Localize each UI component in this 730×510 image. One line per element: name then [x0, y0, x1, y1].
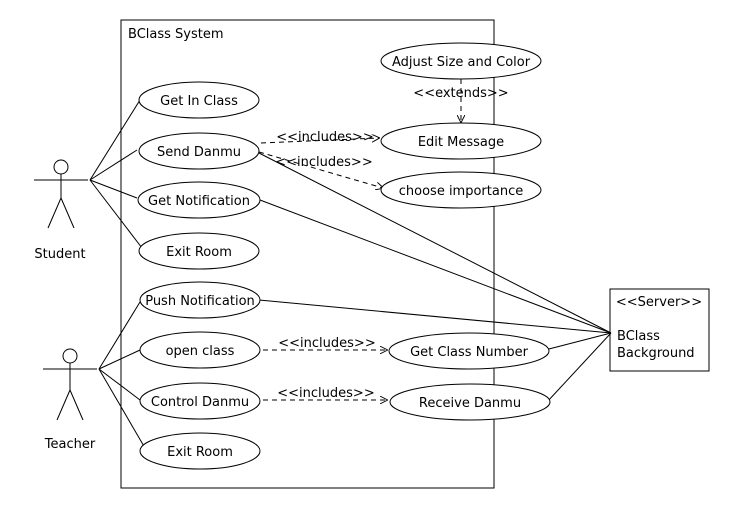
teacher-actor [43, 348, 97, 421]
svg-text:Edit Message: Edit Message [418, 135, 504, 150]
svg-text:Get Notification: Get Notification [148, 194, 250, 209]
svg-text:Send Danmu: Send Danmu [157, 145, 241, 160]
assoc-teacher-open-class [98, 349, 141, 370]
server-stereotype: <<Server>> [616, 295, 702, 310]
svg-text:Receive Danmu: Receive Danmu [419, 396, 521, 411]
includes-send-importance-arrow [258, 151, 383, 188]
assoc-teacher-control-danmu [98, 368, 141, 401]
use-case-get-notification: Get Notification [137, 181, 261, 219]
assoc-get-notification-server [259, 199, 612, 334]
assoc-push-notification-server [258, 299, 612, 334]
assoc-receive-danmu-server [546, 332, 612, 403]
includes-open-class-label: <<includes>> [278, 336, 375, 351]
use-case-exit-room-teacher: Exit Room [139, 432, 261, 470]
svg-text:choose importance: choose importance [399, 184, 523, 199]
assoc-send-danmu-server [258, 152, 612, 334]
includes-control-label: <<includes>> [277, 386, 374, 401]
system-title: BClass System [128, 27, 224, 42]
teacher-head-icon [62, 348, 78, 364]
use-case-send-danmu: Send Danmu [138, 132, 260, 170]
svg-text:Get Class Number: Get Class Number [410, 345, 529, 360]
svg-text:Push Notification: Push Notification [145, 294, 255, 309]
svg-text:Get In Class: Get In Class [160, 94, 238, 109]
includes-send-edit-label: <<includes>> [276, 130, 373, 145]
student-label: Student [34, 247, 85, 262]
svg-text:Exit Room: Exit Room [167, 445, 233, 460]
use-case-choose-importance: choose importance [380, 171, 542, 209]
assoc-student-send-danmu [89, 149, 138, 181]
use-case-get-class-number: Get Class Number [388, 332, 550, 370]
assoc-teacher-push-notification [98, 301, 141, 370]
use-case-open-class: open class [139, 331, 261, 369]
includes-send-edit-arrow [260, 138, 379, 144]
use-case-receive-danmu: Receive Danmu [389, 383, 551, 421]
student-head-icon [53, 159, 69, 175]
student-actor [34, 159, 88, 229]
use-case-edit-message: Edit Message [380, 122, 542, 160]
svg-text:Control Danmu: Control Danmu [151, 395, 249, 410]
includes-send-importance-label: <<includes>> [275, 155, 372, 170]
assoc-get-class-number-server [544, 332, 612, 351]
extends-label: <<extends>> [413, 86, 508, 101]
server-name-line2: Background [617, 346, 695, 361]
use-case-control-danmu: Control Danmu [139, 382, 261, 420]
use-case-exit-room-student: Exit Room [138, 232, 260, 270]
teacher-label: Teacher [44, 437, 96, 452]
server-box [609, 288, 710, 372]
assoc-teacher-exit-room [98, 368, 146, 449]
use-case-adjust-size-color: Adjust Size and Color [380, 42, 542, 80]
assoc-student-exit-room [89, 179, 143, 249]
svg-text:Exit Room: Exit Room [166, 245, 232, 260]
use-case-push-notification: Push Notification [139, 281, 261, 319]
use-case-get-in-class: Get In Class [138, 81, 260, 119]
assoc-student-get-notification [89, 179, 138, 199]
svg-text:Adjust Size and Color: Adjust Size and Color [392, 55, 531, 70]
server-name-line1: BClass [617, 329, 660, 344]
assoc-student-get-in-class [89, 99, 141, 181]
svg-text:open class: open class [166, 344, 235, 359]
